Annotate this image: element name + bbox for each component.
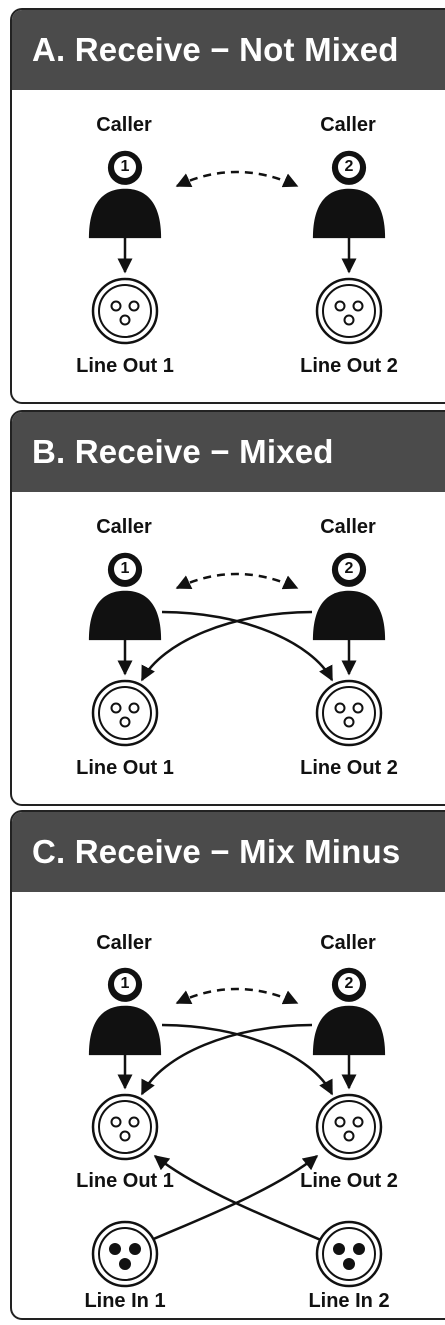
panel-c-title: C. Receive − Mix Minus [12, 812, 445, 892]
dashed-link-arrow [175, 572, 299, 590]
caller-2-number: 2 [344, 975, 354, 992]
panel-a: A. Receive − Not Mixed Caller Caller 1 2… [10, 8, 445, 404]
line-in-1-label: Line In 1 [84, 1290, 166, 1312]
caller-2-label: Caller [320, 932, 376, 954]
panel-c: C. Receive − Mix Minus Caller Caller 1 2… [10, 810, 445, 1320]
caller-1-to-out-2-arrow [161, 610, 334, 682]
caller-1-to-out-2-arrow [161, 1023, 334, 1096]
panel-a-graphics [88, 150, 386, 345]
line-in-2-label: Line In 2 [308, 1290, 390, 1312]
caller-2-label: Caller [320, 114, 376, 136]
line-in-1-connector-icon [91, 1220, 159, 1288]
caller-2-number: 2 [344, 560, 354, 577]
panel-c-graphics [88, 967, 386, 1288]
line-out-2-label: Line Out 2 [300, 757, 398, 779]
in-2-to-out-1-arrow [153, 1155, 331, 1246]
caller-1-badge [114, 156, 136, 178]
caller-1-label: Caller [96, 516, 152, 538]
caller-2-badge [338, 156, 360, 178]
caller-2-label: Caller [320, 516, 376, 538]
panel-b-graphics [88, 552, 386, 747]
line-out-2-connector-icon [315, 1093, 383, 1161]
dashed-link-arrow [175, 987, 299, 1005]
caller-1-label: Caller [96, 114, 152, 136]
caller-1-number: 1 [120, 158, 130, 175]
caller-1-label: Caller [96, 932, 152, 954]
line-out-1-label: Line Out 1 [76, 1170, 174, 1192]
line-in-2-connector-icon [315, 1220, 383, 1288]
caller-1-number: 1 [120, 560, 130, 577]
caller-1-number: 1 [120, 975, 130, 992]
panel-a-diagram: Caller Caller 1 2 Line Out 1 Line Out 2 [12, 90, 445, 400]
line-out-2-connector-icon [315, 679, 383, 747]
line-out-2-connector-icon [315, 277, 383, 345]
line-out-1-label: Line Out 1 [76, 757, 174, 779]
panel-b: B. Receive − Mixed Caller Caller 1 2 Lin… [10, 410, 445, 806]
panel-a-title: A. Receive − Not Mixed [12, 10, 445, 90]
panel-b-diagram: Caller Caller 1 2 Line Out 1 Line Out 2 [12, 492, 445, 802]
panel-c-diagram: Caller Caller 1 2 Line Out 1 Line Out 2 … [12, 892, 445, 1316]
line-out-2-label: Line Out 2 [300, 355, 398, 377]
panel-b-title: B. Receive − Mixed [12, 412, 445, 492]
caller-2-to-out-1-arrow [140, 610, 313, 682]
line-out-1-connector-icon [91, 277, 159, 345]
caller-2-number: 2 [344, 158, 354, 175]
line-out-1-label: Line Out 1 [76, 355, 174, 377]
caller-2-to-out-1-arrow [140, 1023, 313, 1096]
in-1-to-out-2-arrow [141, 1155, 319, 1246]
line-out-1-connector-icon [91, 1093, 159, 1161]
line-out-2-label: Line Out 2 [300, 1170, 398, 1192]
line-out-1-connector-icon [91, 679, 159, 747]
dashed-link-arrow [175, 170, 299, 188]
